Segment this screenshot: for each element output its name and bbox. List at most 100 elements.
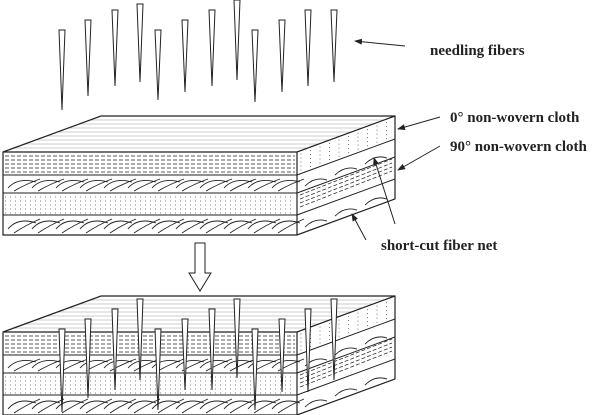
needled-fibers-in-block xyxy=(58,298,338,413)
side-dashes xyxy=(299,338,393,376)
fiber xyxy=(205,218,233,234)
side-fiber xyxy=(334,347,358,356)
needle-icon xyxy=(58,328,66,413)
needle-icon xyxy=(278,318,286,393)
side-fiber xyxy=(304,399,328,408)
fiber xyxy=(133,218,161,234)
needle-icon xyxy=(111,308,119,391)
fiber xyxy=(133,178,161,192)
side-dashes xyxy=(299,170,393,208)
needle-icon xyxy=(84,318,92,399)
side-dashes xyxy=(299,346,393,384)
side-fiber xyxy=(334,167,358,176)
block-outline xyxy=(2,115,396,236)
side-fiber xyxy=(364,336,388,345)
needle-icon xyxy=(278,19,286,93)
needle-icon xyxy=(233,0,241,81)
side-fiber xyxy=(334,208,358,217)
fiber xyxy=(13,398,41,414)
needle-icon xyxy=(330,9,338,83)
fiber xyxy=(61,398,89,414)
cloth-0-arrow xyxy=(397,116,441,130)
fiber xyxy=(181,178,209,192)
short-cut-arrow-2 xyxy=(351,213,367,241)
fiber xyxy=(157,218,185,234)
block-outline xyxy=(2,295,396,415)
fiber xyxy=(253,178,281,192)
fiber xyxy=(157,178,185,192)
fiber xyxy=(205,358,233,372)
needle-icon xyxy=(304,9,312,87)
side-dashes xyxy=(299,162,393,200)
fiber xyxy=(181,398,209,414)
layer-boundary xyxy=(296,156,396,194)
fiber xyxy=(13,178,41,192)
side-dashes xyxy=(299,342,393,380)
fiber xyxy=(205,398,233,414)
needle-icon xyxy=(251,29,259,103)
needle-icon xyxy=(154,328,162,411)
side-fiber xyxy=(364,377,388,386)
side-fiber xyxy=(304,219,328,228)
needling-fibers-label: needling fibers xyxy=(430,43,525,59)
needle-icon xyxy=(233,298,241,379)
layer-boundary xyxy=(296,358,396,396)
fiber xyxy=(277,218,305,234)
side-dashes xyxy=(299,350,393,388)
fiber xyxy=(229,218,257,234)
fiber xyxy=(229,178,257,192)
side-dashes xyxy=(299,166,393,204)
fiber xyxy=(157,398,185,414)
fiber xyxy=(13,218,41,234)
side-fiber xyxy=(334,388,358,397)
fiber xyxy=(85,178,113,192)
fiber xyxy=(205,178,233,192)
layer-boundary xyxy=(296,178,396,216)
side-fiber xyxy=(364,197,388,206)
fiber xyxy=(109,218,137,234)
needle-icon xyxy=(208,9,216,87)
needle-icon xyxy=(181,19,189,93)
fiber xyxy=(253,218,281,234)
fiber xyxy=(181,218,209,234)
fiber xyxy=(61,218,89,234)
fiber xyxy=(61,178,89,192)
fiber xyxy=(277,358,305,372)
cloth-90-arrow xyxy=(397,145,441,171)
needle-icon xyxy=(136,298,144,381)
needle-icon xyxy=(154,29,162,101)
fiber xyxy=(61,358,89,372)
needling-arrow xyxy=(354,38,406,47)
fiber xyxy=(85,398,113,414)
cloth-0-label: 0° non-wovern cloth xyxy=(450,110,580,126)
layer-boundary xyxy=(296,336,396,374)
fiber xyxy=(229,398,257,414)
needling-fibers-group xyxy=(58,0,338,111)
needle-icon xyxy=(111,9,119,87)
short-cut-arrow-1 xyxy=(373,157,396,225)
fiber xyxy=(253,398,281,414)
laminate-block-before xyxy=(2,115,396,236)
fiber xyxy=(13,358,41,372)
short-cut-fiber-net-label: short-cut fiber net xyxy=(381,238,497,254)
needle-icon xyxy=(251,328,259,411)
fiber xyxy=(277,398,305,414)
layer-boundary xyxy=(296,138,396,176)
needle-icon xyxy=(330,298,338,381)
needle-icon xyxy=(304,308,312,393)
cloth-90-label: 90° non-wovern cloth xyxy=(450,139,587,155)
fiber xyxy=(157,358,185,372)
needle-icon xyxy=(181,318,189,391)
fiber xyxy=(37,218,65,234)
needle-icon xyxy=(208,308,216,391)
fiber xyxy=(37,178,65,192)
side-fiber xyxy=(304,178,328,187)
fiber xyxy=(277,178,305,192)
process-arrow-icon xyxy=(188,242,212,292)
needle-icon xyxy=(58,29,66,111)
needle-icon xyxy=(84,19,92,97)
fiber xyxy=(109,358,137,372)
needle-icon xyxy=(136,3,144,83)
